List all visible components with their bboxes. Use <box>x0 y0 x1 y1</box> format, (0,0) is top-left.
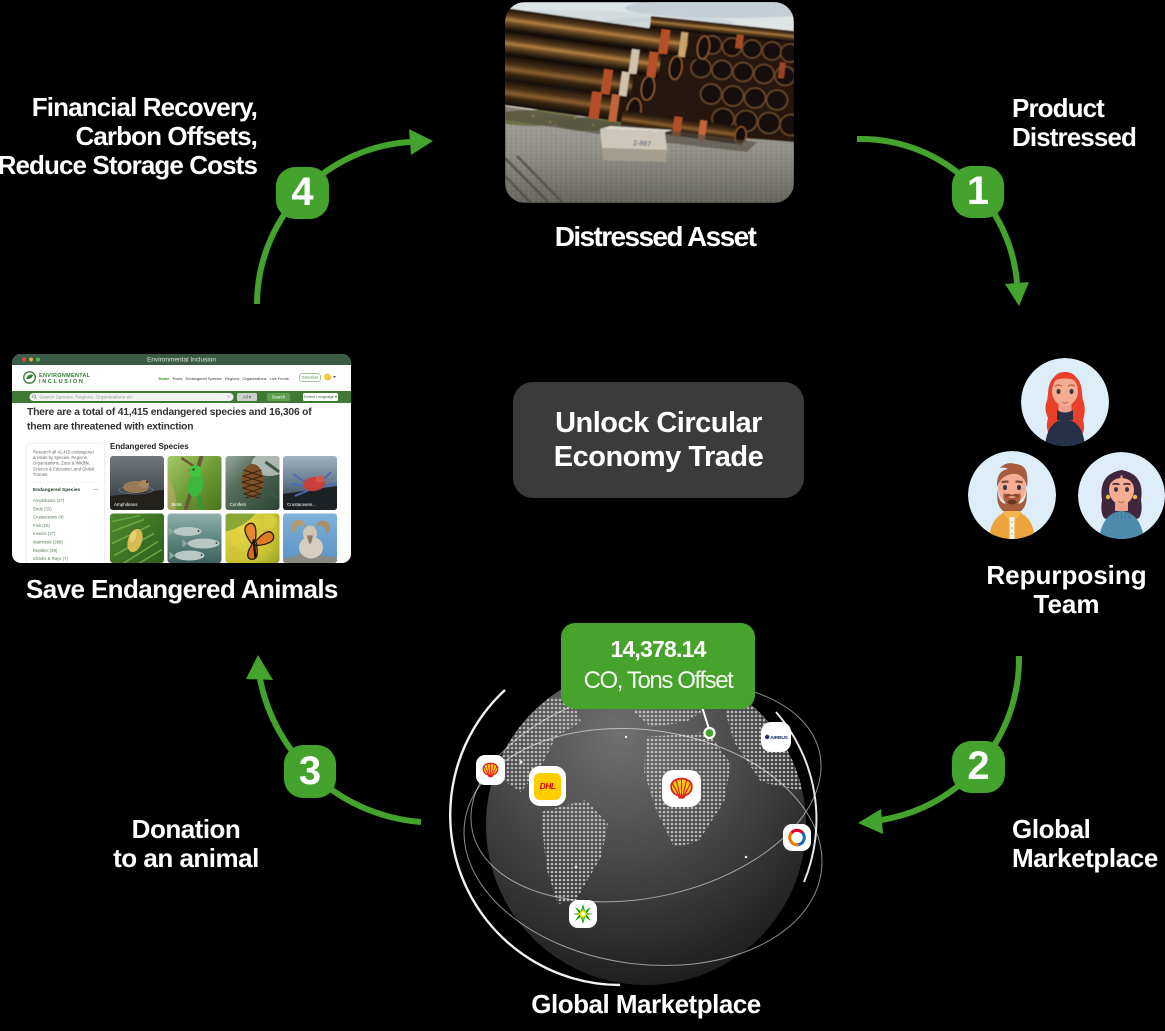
svg-text:AIRBUS: AIRBUS <box>770 735 788 741</box>
svg-text:2-887: 2-887 <box>633 140 651 148</box>
svg-text:Crustaceans...: Crustaceans... <box>287 502 316 507</box>
svg-text:Amphibians: Amphibians <box>114 502 138 507</box>
svg-text:Conifers: Conifers <box>229 502 247 507</box>
svg-text:Birds: Birds <box>172 502 183 507</box>
